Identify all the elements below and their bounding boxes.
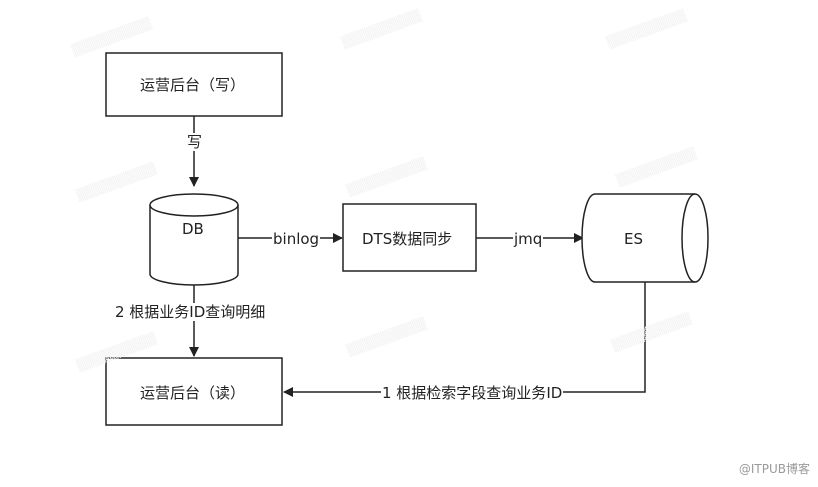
es-label: ES [624, 230, 643, 248]
query-detail-edge-label: 2 根据业务ID查询明细 [114, 303, 267, 321]
jmq-edge-label: jmq [513, 230, 544, 248]
db-label: DB [182, 220, 204, 238]
admin-write-label: 运营后台（写） [140, 76, 246, 94]
dts-label: DTS数据同步 [362, 230, 453, 248]
itpub-watermark: @ITPUB博客 [738, 462, 810, 476]
search-id-arrow [283, 282, 646, 397]
search-id-edge-label: 1 根据检索字段查询业务ID [381, 384, 564, 402]
es-cylinder [581, 193, 709, 283]
write-edge-label: 写 [186, 133, 204, 151]
admin-read-box [105, 357, 283, 426]
admin-write-box [105, 52, 283, 117]
db-cylinder [149, 193, 239, 286]
dts-box [342, 203, 477, 272]
admin-read-label: 运营后台（读） [140, 384, 246, 402]
binlog-edge-label: binlog [272, 230, 321, 248]
